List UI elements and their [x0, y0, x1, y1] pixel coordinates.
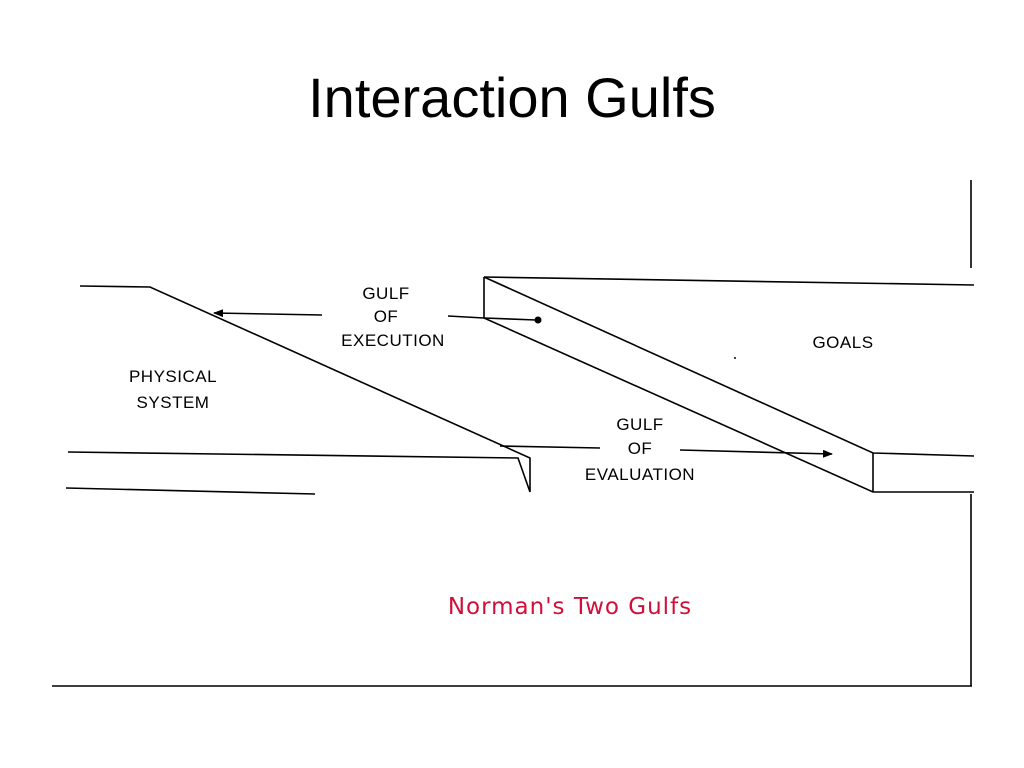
execution-arrow — [213, 309, 542, 324]
evaluation-arrow — [499, 445, 833, 458]
gulf-evaluation-line1: GULF — [616, 415, 663, 434]
physical-system-shape — [65, 285, 531, 495]
gulf-execution-line2: OF — [374, 307, 399, 326]
gulf-evaluation-line3: EVALUATION — [585, 465, 695, 484]
gulf-evaluation-line2: OF — [628, 439, 653, 458]
figure-frame — [52, 180, 972, 687]
physical-system-label-line1: PHYSICAL — [129, 367, 217, 386]
physical-system-label-line2: SYSTEM — [137, 393, 210, 412]
gulf-execution-line3: EXECUTION — [341, 331, 445, 350]
goals-shape — [483, 276, 975, 493]
stray-dot — [734, 357, 736, 359]
diagram-caption: Norman's Two Gulfs — [448, 594, 692, 620]
slide-title: Interaction Gulfs — [308, 66, 716, 129]
gulf-execution-line1: GULF — [362, 284, 409, 303]
goals-label: GOALS — [812, 333, 873, 352]
